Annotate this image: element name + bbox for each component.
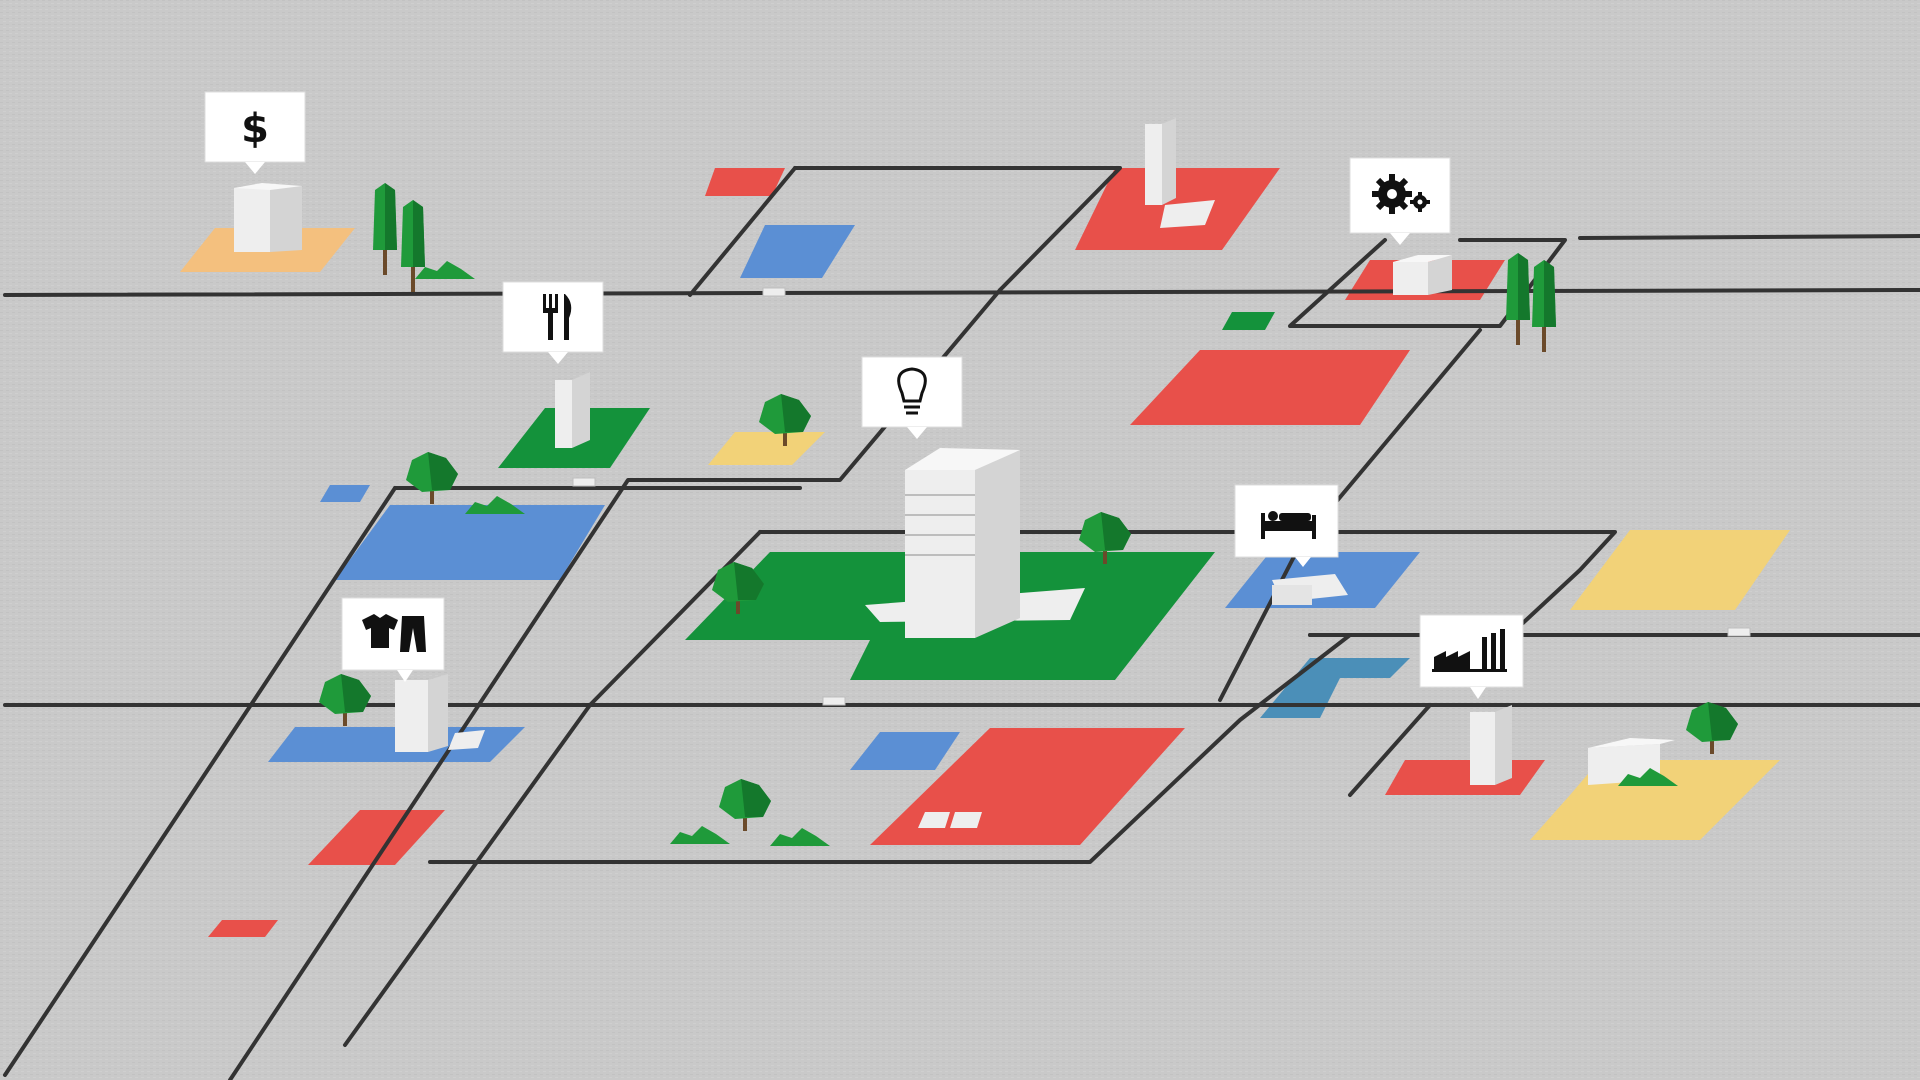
road-markers bbox=[572, 287, 1751, 706]
zone-red bbox=[308, 810, 445, 865]
zone-green bbox=[1222, 312, 1275, 330]
svg-text:$: $ bbox=[241, 106, 269, 152]
pin-ideas[interactable] bbox=[861, 356, 963, 439]
factory-building bbox=[1470, 705, 1512, 785]
zone-yellow bbox=[708, 432, 825, 465]
central-tower bbox=[865, 448, 1085, 638]
small-blocks bbox=[918, 812, 982, 828]
zone-red bbox=[208, 920, 278, 937]
zone-yellow bbox=[1570, 530, 1790, 610]
clothes-icon bbox=[362, 614, 426, 652]
dollar-icon: $ bbox=[241, 106, 269, 152]
pin-hotel[interactable] bbox=[1234, 484, 1339, 567]
pin-clothes-shop[interactable] bbox=[341, 597, 445, 682]
fork-knife-icon bbox=[543, 294, 572, 340]
zone-blue bbox=[740, 225, 855, 278]
restaurant-building bbox=[555, 372, 590, 448]
buildings bbox=[234, 118, 1675, 828]
pin-restaurant[interactable] bbox=[502, 281, 604, 364]
pin-industry-gears[interactable] bbox=[1349, 157, 1451, 245]
pin-factory[interactable] bbox=[1419, 614, 1524, 699]
bank-building bbox=[234, 183, 302, 252]
zone-red bbox=[705, 168, 785, 196]
zone-red bbox=[1130, 350, 1410, 425]
tower-thin bbox=[1145, 118, 1215, 228]
zone-blue bbox=[850, 732, 960, 770]
bed-icon bbox=[1261, 511, 1316, 539]
warehouse-building bbox=[1588, 738, 1675, 785]
gears-icon bbox=[1372, 174, 1430, 214]
gears-building bbox=[1393, 255, 1452, 295]
lightbulb-icon bbox=[897, 367, 927, 415]
zone-blue bbox=[320, 485, 370, 502]
factory-icon bbox=[1432, 629, 1507, 672]
zone-red bbox=[1385, 760, 1545, 795]
map-pins: $ bbox=[204, 91, 1524, 699]
pin-bank[interactable]: $ bbox=[204, 91, 306, 174]
zone-blue bbox=[335, 505, 605, 580]
hotel-building bbox=[1272, 574, 1348, 605]
clothes-building bbox=[395, 674, 485, 752]
